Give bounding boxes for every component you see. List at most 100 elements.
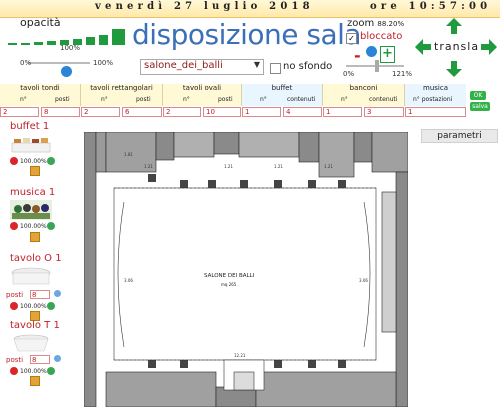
tavoli-rett-n-input[interactable]: 2: [81, 107, 120, 117]
rotate-handle-icon[interactable]: [30, 311, 40, 321]
bloccato-label: bloccato: [360, 31, 403, 42]
remove-icon[interactable]: [10, 367, 18, 375]
zoom-slider[interactable]: [346, 60, 404, 74]
buffet-n-input[interactable]: 1: [242, 107, 281, 117]
quantity-table-header: tavoli tondi n° posti tavoli rettangolar…: [0, 84, 466, 106]
floor-plan-canvas[interactable]: 1.81 1.21 1.21 1.21 1.21 3.06 3.06 12.21…: [84, 132, 408, 407]
scale-percent: 100.00%: [20, 158, 47, 165]
svg-text:3.06: 3.06: [359, 278, 368, 283]
banconi-contenuti-input[interactable]: 3: [364, 107, 404, 117]
room-area: mq 265: [221, 282, 237, 287]
zoom-slider-knob[interactable]: [375, 60, 379, 72]
col-label: n° postazioni: [413, 96, 453, 103]
zoom-minus-button[interactable]: -: [354, 46, 361, 65]
col-label: n°: [341, 96, 348, 103]
add-icon[interactable]: [47, 367, 55, 375]
group-title: banconi: [349, 84, 378, 92]
posti-input[interactable]: 8: [30, 290, 50, 299]
opacity-label: opacità: [20, 16, 61, 29]
arrow-right-icon[interactable]: [480, 38, 498, 56]
floor-plan-drawing: 1.81 1.21 1.21 1.21 1.21 3.06 3.06 12.21…: [84, 132, 408, 407]
zoom-percent: 88.20%: [377, 20, 405, 28]
opacity-level-bar: [8, 29, 125, 45]
zoom-plus-button[interactable]: +: [380, 46, 395, 63]
bloccato-checkbox[interactable]: ✓: [346, 33, 357, 44]
posti-input[interactable]: 8: [30, 355, 50, 364]
col-label: n°: [260, 96, 267, 103]
rotate-handle-icon[interactable]: [30, 232, 40, 242]
sidebar-item-buffet[interactable]: buffet 1: [10, 121, 50, 132]
scale-percent: 100.00%: [20, 303, 47, 310]
no-sfondo-checkbox[interactable]: [270, 63, 281, 74]
zoom-label-text: zoom: [347, 18, 375, 29]
chevron-down-icon: ▼: [253, 60, 260, 69]
zoom-min-label: 0%: [343, 70, 355, 78]
opacity-max-label: 100%: [93, 59, 114, 67]
translate-label: transla: [434, 40, 480, 53]
banconi-n-input[interactable]: 1: [323, 107, 362, 117]
remove-icon[interactable]: [10, 157, 18, 165]
buffet-contenuti-input[interactable]: 4: [283, 107, 322, 117]
tavolo-o-thumbnail[interactable]: [10, 266, 52, 286]
zoom-max-label: 121%: [392, 70, 413, 78]
svg-text:1.21: 1.21: [224, 164, 233, 169]
svg-text:1.21: 1.21: [144, 164, 153, 169]
opacity-slider-knob[interactable]: [61, 66, 72, 77]
add-icon[interactable]: [47, 157, 55, 165]
page-title: disposizione sala: [132, 18, 362, 51]
musica-thumbnail[interactable]: [10, 200, 52, 220]
opacity-min-label: 0%: [20, 59, 32, 67]
posti-spinner-icon[interactable]: [54, 355, 61, 362]
buffet-thumbnail[interactable]: [10, 134, 52, 154]
zoom-label: zoom 88.20%: [347, 18, 404, 29]
sidebar-item-musica[interactable]: musica 1: [10, 187, 56, 198]
room-select[interactable]: salone_dei_balli ▼: [140, 59, 264, 75]
room-select-value: salone_dei_balli: [144, 60, 223, 71]
remove-icon[interactable]: [10, 222, 18, 230]
tavoli-rett-posti-input[interactable]: 6: [122, 107, 162, 117]
group-tavoli-rettangolari: tavoli rettangolari n° posti: [81, 84, 163, 106]
sidebar-item-tavolo-o[interactable]: tavolo O 1: [10, 253, 62, 264]
arrow-left-icon[interactable]: [414, 38, 432, 56]
svg-text:12.21: 12.21: [234, 353, 246, 358]
svg-text:1.81: 1.81: [124, 152, 133, 157]
group-title: buffet: [271, 84, 293, 92]
group-musica: musica n° postazioni: [405, 84, 466, 106]
col-label: n°: [183, 96, 190, 103]
scale-percent: 100.00%: [20, 368, 47, 375]
musica-postazioni-input[interactable]: 1: [405, 107, 466, 117]
tavoli-tondi-posti-input[interactable]: 8: [41, 107, 80, 117]
remove-icon[interactable]: [10, 302, 18, 310]
col-label: posti: [218, 96, 233, 103]
opacity-slider[interactable]: [28, 55, 90, 77]
ok-button[interactable]: OK: [470, 91, 486, 100]
tavoli-ovali-n-input[interactable]: 2: [163, 107, 201, 117]
zoom-knob-blue[interactable]: [366, 46, 377, 57]
rotate-handle-icon[interactable]: [30, 376, 40, 386]
tavolo-t-thumbnail[interactable]: [10, 333, 52, 353]
svg-text:1.21: 1.21: [324, 164, 333, 169]
svg-text:1.21: 1.21: [274, 164, 283, 169]
room-label: SALONE DEI BALLI: [204, 273, 255, 279]
parametri-button[interactable]: parametri: [421, 129, 498, 143]
arrow-up-icon[interactable]: [445, 17, 463, 35]
save-button[interactable]: salva: [470, 102, 490, 111]
group-buffet: buffet n° contenuti: [242, 84, 323, 106]
date-time-bar: [0, 0, 500, 18]
group-tavoli-ovali: tavoli ovali n° posti: [163, 84, 242, 106]
add-icon[interactable]: [47, 222, 55, 230]
group-tavoli-tondi: tavoli tondi n° posti: [0, 84, 81, 106]
group-title: tavoli tondi: [20, 84, 60, 92]
tavoli-ovali-posti-input[interactable]: 10: [203, 107, 241, 117]
col-label: n°: [101, 96, 108, 103]
col-label: contenuti: [369, 96, 398, 103]
arrow-down-icon[interactable]: [445, 60, 463, 78]
tavoli-tondi-n-input[interactable]: 2: [0, 107, 39, 117]
rotate-handle-icon[interactable]: [30, 166, 40, 176]
svg-text:3.06: 3.06: [124, 278, 133, 283]
posti-spinner-icon[interactable]: [54, 290, 61, 297]
group-title: tavoli ovali: [182, 84, 222, 92]
col-label: posti: [136, 96, 151, 103]
sidebar-item-tavolo-t[interactable]: tavolo T 1: [10, 320, 60, 331]
add-icon[interactable]: [47, 302, 55, 310]
